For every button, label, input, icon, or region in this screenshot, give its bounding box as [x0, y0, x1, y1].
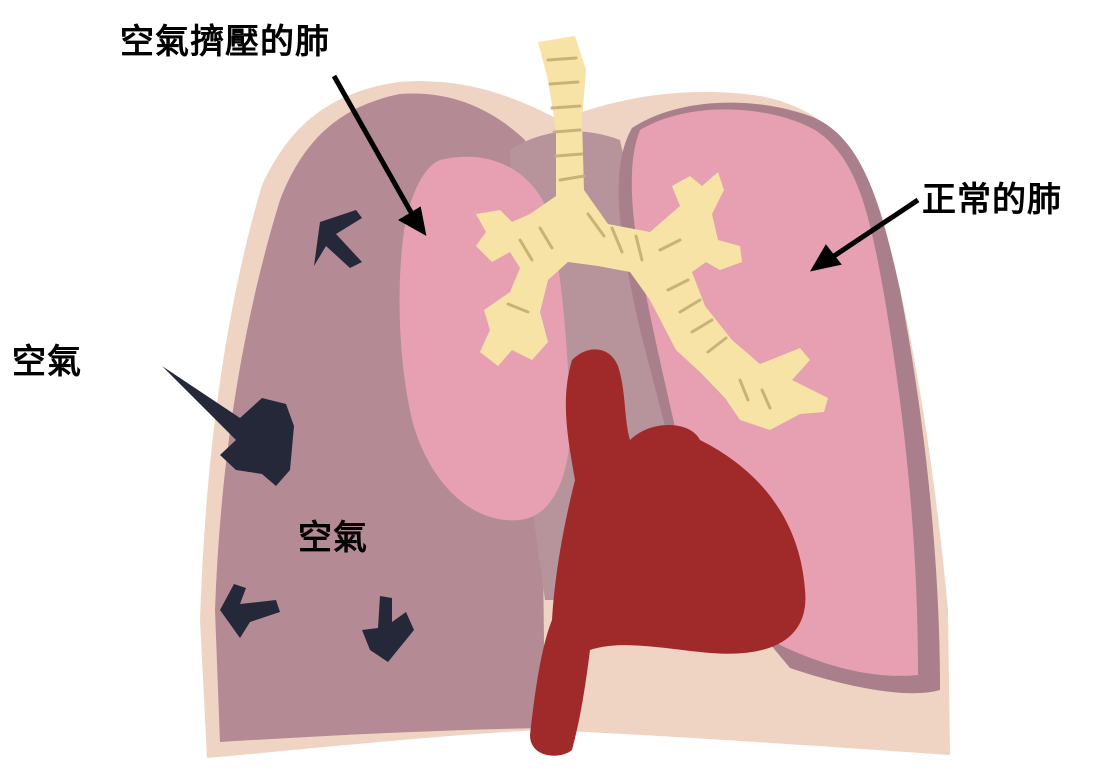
label-collapsed-lung: 空氣擠壓的肺: [120, 14, 330, 63]
label-air-outside: 空氣: [12, 334, 82, 383]
label-normal-lung: 正常的肺: [922, 172, 1062, 221]
label-air-inside: 空氣: [298, 510, 368, 559]
